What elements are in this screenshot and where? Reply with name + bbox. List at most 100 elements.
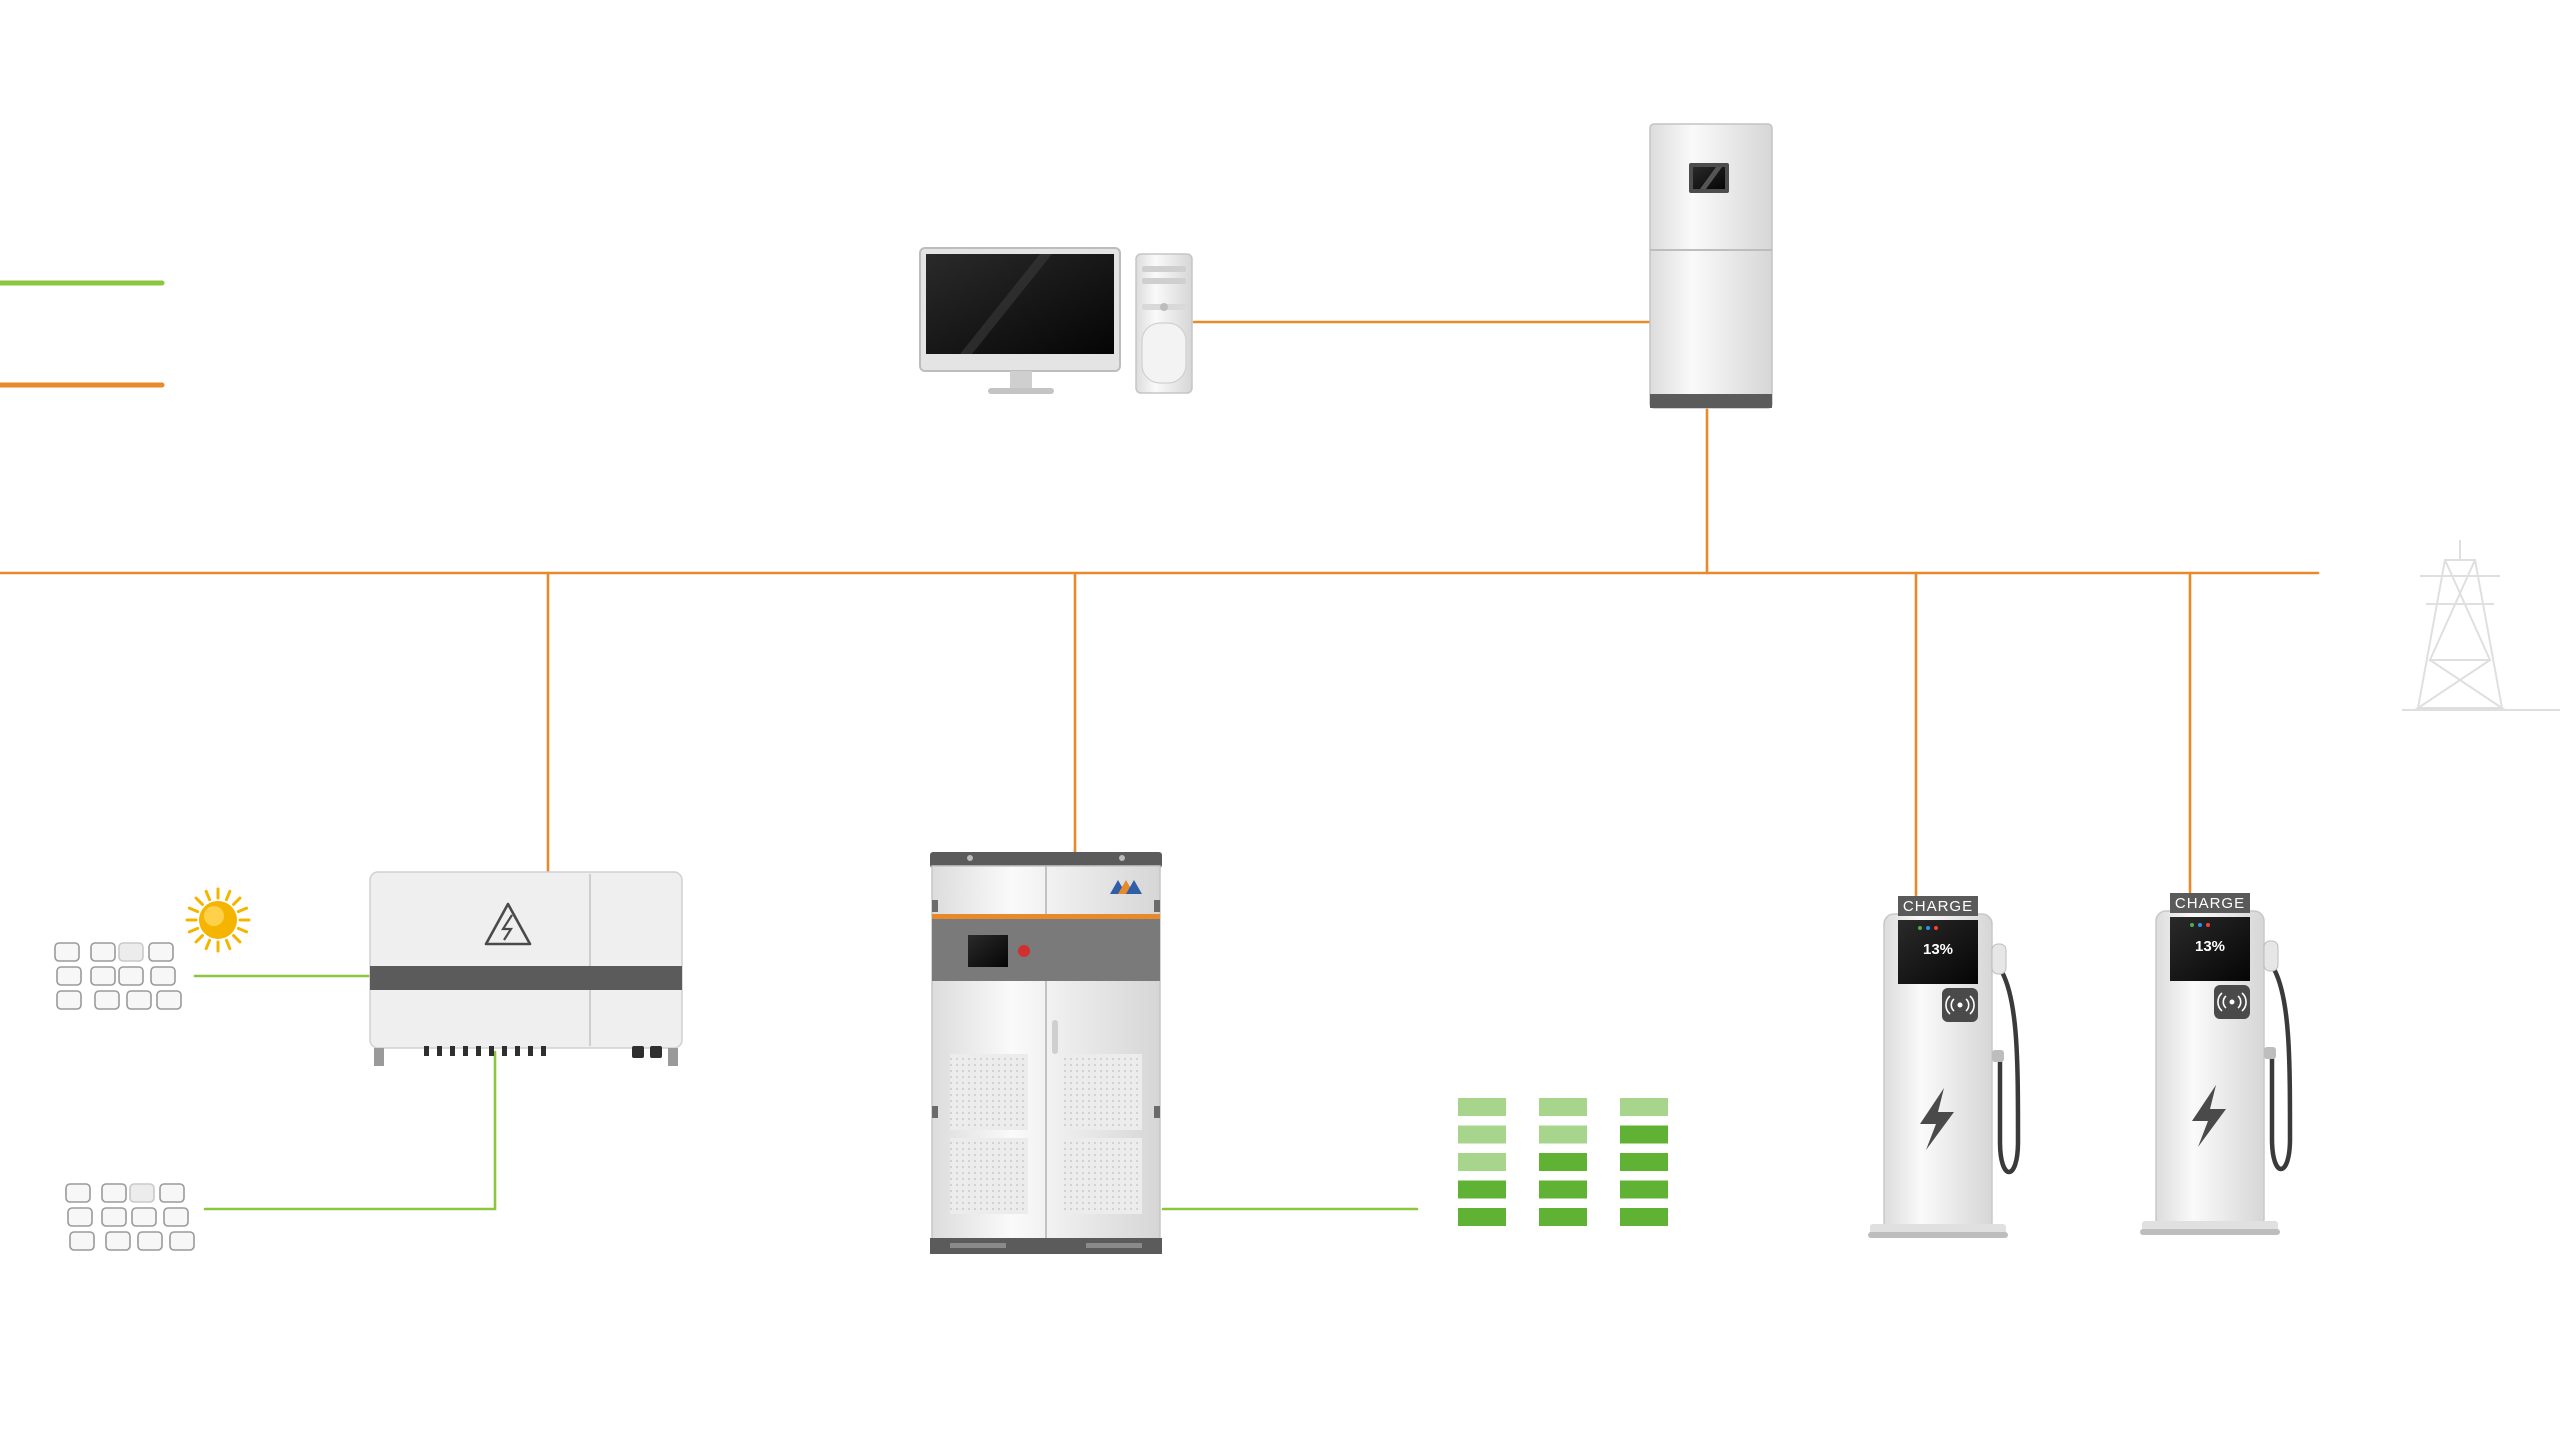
battery-cell-charged (1620, 1208, 1668, 1226)
charger-base (2142, 1221, 2278, 1231)
panel-cell (137, 1231, 163, 1251)
rfid-arc (2217, 992, 2247, 1012)
power-button (1160, 303, 1168, 311)
charger-brand-bar (2170, 893, 2250, 913)
ems-base (1650, 394, 1772, 408)
pcs-indicator (1018, 945, 1030, 957)
sun-ray (236, 926, 249, 934)
drive-bay-2 (1142, 278, 1186, 284)
inverter-foot (668, 1048, 678, 1066)
panel-cell (90, 966, 116, 986)
pcs-top-cap (930, 852, 1162, 868)
rfid-dot (2229, 999, 2235, 1005)
monitor-neck (1010, 371, 1032, 389)
high-voltage-warning-icon (484, 902, 532, 946)
panel-cell (54, 942, 80, 962)
inverter-band (370, 966, 682, 990)
battery-cell-charged (1620, 1125, 1668, 1144)
legend (0, 280, 165, 388)
inverter-foot (374, 1048, 384, 1066)
connector (528, 1046, 533, 1056)
panel-cell (90, 942, 116, 962)
tower-front-panel (1141, 322, 1187, 384)
power-tower-icon (2402, 540, 2560, 711)
cable-holder (2263, 940, 2279, 972)
pcs-hinge (932, 900, 938, 912)
inverter-body (369, 871, 683, 1049)
panel-cell (101, 1207, 127, 1227)
pcs-vent (950, 1138, 1028, 1214)
battery-cell-empty (1458, 1153, 1506, 1171)
pv2-to-inverter-line (203, 1050, 497, 1211)
led (1934, 926, 1938, 930)
panel-cell (148, 942, 174, 962)
sun-ray (204, 889, 212, 902)
panel-cell (156, 990, 182, 1010)
warning-bolt (500, 914, 514, 941)
panel-cell-faded (129, 1183, 155, 1203)
pcs-orange-stripe (932, 914, 1160, 919)
led (1918, 926, 1922, 930)
pcs-hinge (1154, 1106, 1160, 1118)
battery-cell-charged (1620, 1180, 1668, 1199)
charger-screen (1898, 920, 1978, 984)
pcs-base-slot (1086, 1243, 1142, 1248)
sun-rays (185, 887, 251, 953)
pcs-screen (968, 935, 1008, 967)
tower-lattice-2 (2414, 659, 2506, 709)
pcs-hinge (932, 1106, 938, 1118)
charger-display-value: 13% (2195, 938, 2225, 955)
rfid-wave-icon (2214, 985, 2250, 1019)
sun-ray (236, 906, 249, 914)
lightning-bolt-icon (2192, 1085, 2226, 1147)
panel-cell (67, 1207, 93, 1227)
panel-cell (101, 1183, 127, 1203)
led (2190, 923, 2194, 927)
charger-base-foot (2140, 1229, 2280, 1235)
battery-cell-charged (1539, 1180, 1587, 1199)
panel-cell (126, 990, 152, 1010)
panel-cell (65, 1183, 91, 1203)
sun-ray (187, 926, 200, 934)
panel-cell (69, 1231, 95, 1251)
rfid-dot (1957, 1002, 1963, 1008)
tower-legs (2417, 559, 2503, 709)
pv-inverter-icon (369, 871, 683, 1066)
energy-management-cabinet-icon (1649, 123, 1773, 409)
charger-brand: CHARGE (2175, 895, 2245, 912)
pcs-dark-panel (932, 919, 1160, 981)
panel-cell (105, 1231, 131, 1251)
ev-charger-icon: CHARGE 13% (1868, 896, 2021, 1238)
dc-lines (193, 974, 1419, 1211)
battery-cell-empty (1539, 1098, 1587, 1116)
rfid-wave-icon (1942, 988, 1978, 1022)
charger-brand-bar (1898, 896, 1978, 916)
charger-brand: CHARGE (1903, 898, 1973, 915)
pcs-base (930, 1238, 1162, 1254)
ems-screen-glare (1700, 167, 1722, 189)
sun-icon (185, 887, 251, 953)
storage-converter-cabinet-icon (930, 852, 1162, 1254)
connector-gland (650, 1046, 662, 1058)
battery-cell-empty (1539, 1125, 1587, 1144)
panel-cell (163, 1207, 189, 1227)
monitor-screen (926, 254, 1114, 354)
led (2206, 923, 2210, 927)
ac-lines (0, 320, 2320, 897)
charging-cable (2263, 940, 2293, 1172)
pcs-handle (1052, 1020, 1058, 1054)
battery-cell-empty (1620, 1098, 1668, 1116)
tower-lattice (2428, 559, 2492, 661)
pcs-hinge (1154, 900, 1160, 912)
panel-cell (118, 966, 144, 986)
battery-stack-icon (1458, 1098, 1668, 1226)
connector-gland (632, 1046, 644, 1058)
rfid-arc (1945, 995, 1975, 1015)
pcs-bolt (967, 855, 973, 861)
cable (1997, 969, 2021, 1175)
solar-panel-icon (65, 1183, 195, 1251)
connector (424, 1046, 429, 1056)
sun-ray (194, 934, 204, 944)
pcs-vent (1064, 1054, 1142, 1130)
lightning-bolt-icon (1920, 1088, 1954, 1150)
